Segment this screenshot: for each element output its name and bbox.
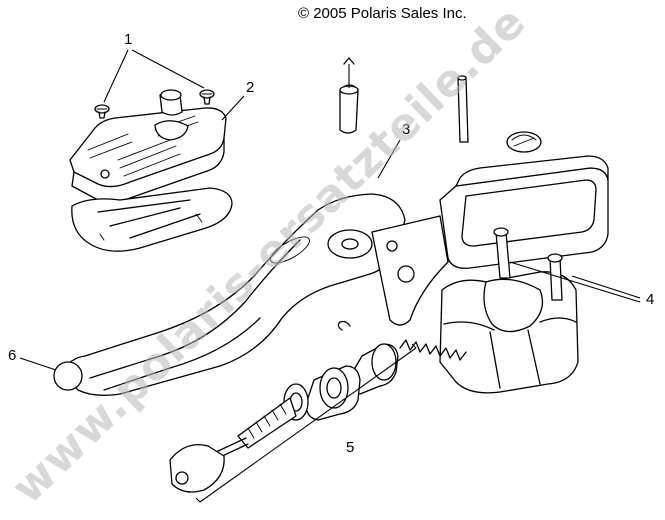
callout-label: 6: [8, 347, 16, 364]
screw-right: [199, 89, 215, 105]
screw-left: [94, 104, 110, 119]
callout-5: 5: [195, 343, 417, 503]
callout-2: 2: [221, 79, 254, 121]
pivot-bushing: [339, 57, 542, 153]
callout-6: 6: [8, 347, 57, 371]
callout-1: 1: [103, 31, 205, 103]
callout-label: 4: [646, 291, 654, 308]
callout-label: 5: [346, 439, 354, 456]
brake-lever: [53, 193, 406, 396]
callout-label: 3: [402, 121, 410, 138]
master-cylinder-body: [371, 155, 609, 394]
copyright-text: © 2005 Polaris Sales Inc.: [298, 5, 467, 22]
piston-kit: [169, 339, 467, 493]
callout-label: 2: [246, 79, 254, 96]
callout-3: 3: [377, 121, 410, 179]
reservoir-cover: [69, 89, 233, 252]
callout-label: 1: [124, 31, 132, 48]
callout-4: 4: [509, 261, 654, 308]
